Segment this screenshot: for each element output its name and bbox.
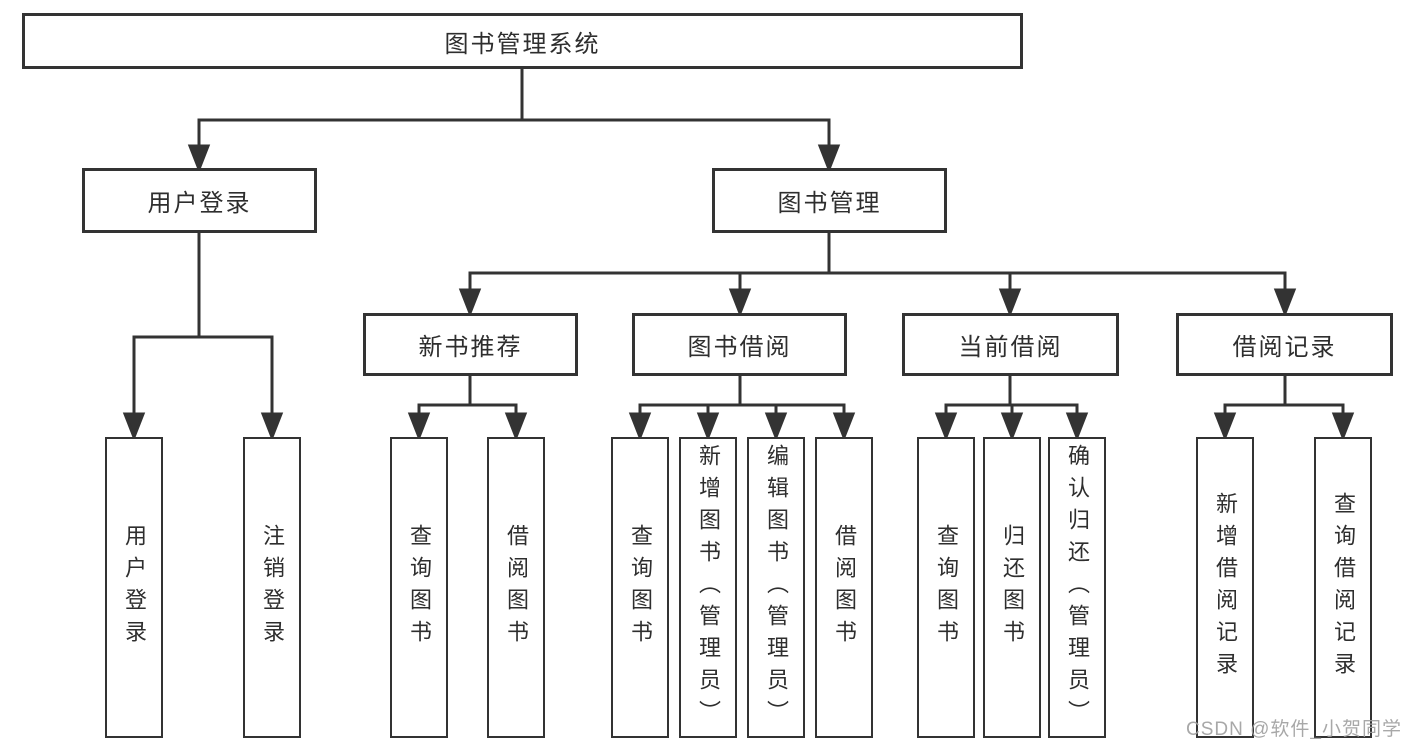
node-label: 查询借阅记录 bbox=[1331, 491, 1356, 684]
edges-user-login-branch bbox=[122, 233, 284, 442]
leaf-confirm-return-admin: 确认归还（管理员） bbox=[1048, 437, 1106, 738]
leaf-query-books-borrow: 查询图书 bbox=[611, 437, 669, 738]
node-label: 用户登录 bbox=[147, 190, 252, 217]
node-label: 图书管理系统 bbox=[444, 30, 601, 58]
node-label: 查询图书 bbox=[934, 523, 959, 652]
node-label: 借阅记录 bbox=[1232, 334, 1337, 361]
leaf-query-borrow-record: 查询借阅记录 bbox=[1314, 437, 1372, 738]
node-label: 新增图书（管理员） bbox=[696, 443, 721, 732]
node-label: 新增借阅记录 bbox=[1213, 491, 1238, 684]
leaf-add-borrow-record: 新增借阅记录 bbox=[1196, 437, 1254, 738]
node-book-borrow: 图书借阅 bbox=[632, 313, 847, 376]
edges-book-management-branch bbox=[458, 233, 1297, 318]
leaf-query-books-current: 查询图书 bbox=[917, 437, 975, 738]
node-borrow-records: 借阅记录 bbox=[1176, 313, 1393, 376]
node-label: 当前借阅 bbox=[958, 334, 1063, 361]
csdn-watermark: CSDN @软件_小贺同学 bbox=[1186, 719, 1402, 740]
leaf-borrow-books-recommend: 借阅图书 bbox=[487, 437, 545, 738]
node-label: 借阅图书 bbox=[832, 523, 857, 652]
leaf-user-login: 用户登录 bbox=[105, 437, 163, 738]
node-label: 图书借阅 bbox=[687, 334, 792, 361]
leaf-add-books-admin: 新增图书（管理员） bbox=[679, 437, 737, 738]
node-label: 归还图书 bbox=[1000, 523, 1025, 652]
leaf-borrow-books: 借阅图书 bbox=[815, 437, 873, 738]
node-label: 查询图书 bbox=[628, 523, 653, 652]
leaf-query-books-recommend: 查询图书 bbox=[390, 437, 448, 738]
node-label: 确认归还（管理员） bbox=[1065, 443, 1090, 732]
edges-root-to-level2 bbox=[187, 69, 841, 174]
edges-current-borrow-branch bbox=[934, 376, 1089, 442]
node-current-borrow: 当前借阅 bbox=[902, 313, 1119, 376]
node-label: 借阅图书 bbox=[504, 523, 529, 652]
edges-book-borrow-branch bbox=[628, 376, 856, 442]
node-label: 用户登录 bbox=[122, 523, 147, 652]
node-new-book-recommend: 新书推荐 bbox=[363, 313, 578, 376]
leaf-edit-books-admin: 编辑图书（管理员） bbox=[747, 437, 805, 738]
leaf-return-books: 归还图书 bbox=[983, 437, 1041, 738]
leaf-logout: 注销登录 bbox=[243, 437, 301, 738]
node-book-management: 图书管理 bbox=[712, 168, 947, 233]
node-label: 新书推荐 bbox=[418, 334, 523, 361]
node-library-management-system: 图书管理系统 bbox=[22, 13, 1023, 69]
node-label: 图书管理 bbox=[777, 190, 882, 217]
node-user-login: 用户登录 bbox=[82, 168, 317, 233]
node-label: 注销登录 bbox=[260, 523, 285, 652]
node-label: 查询图书 bbox=[407, 523, 432, 652]
edges-new-book-branch bbox=[407, 376, 528, 442]
edges-borrow-record-branch bbox=[1213, 376, 1355, 442]
node-label: 编辑图书（管理员） bbox=[764, 443, 789, 732]
